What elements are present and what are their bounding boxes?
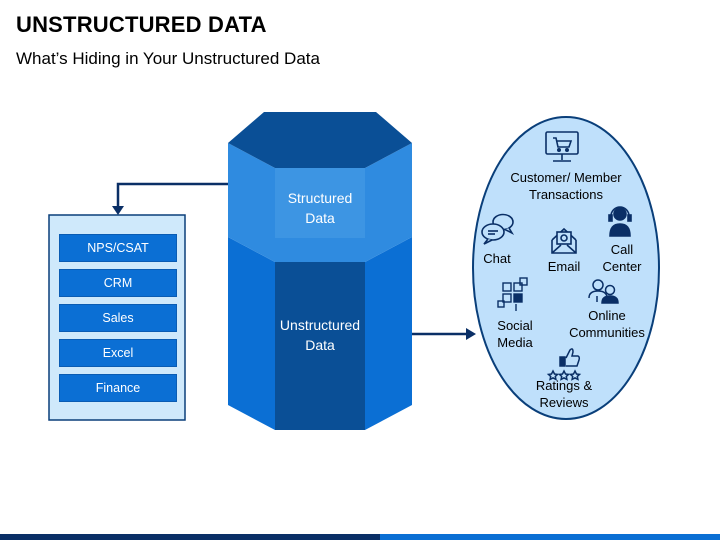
thumbs-up-rating-icon [546, 348, 582, 381]
connector-to-panel [116, 182, 232, 210]
online-communities-label: Online Communities [569, 308, 645, 340]
list-item-nps-csat: NPS/CSAT [59, 234, 177, 262]
arrowhead-to-sources [466, 328, 476, 340]
email-label: Email [547, 259, 581, 274]
footer-bar-light [380, 534, 720, 540]
shopping-cart-monitor-icon [545, 131, 579, 162]
online-communities-icon [588, 279, 619, 304]
list-item-sales: Sales [59, 304, 177, 332]
chat-label: Chat [483, 251, 511, 266]
list-item-crm: CRM [59, 269, 177, 297]
call-center-label: Call Center [602, 242, 642, 274]
social-media-icon [497, 277, 528, 311]
page-title: UNSTRUCTURED DATA [16, 12, 267, 37]
transactions-label: Customer/ Member Transactions [510, 170, 622, 202]
prism-structured-front [275, 168, 365, 238]
list-item-finance: Finance [59, 374, 177, 402]
arrowhead-to-panel [112, 206, 124, 215]
unstructured-data-label: Unstructured Data [279, 317, 361, 353]
list-item-excel: Excel [59, 339, 177, 367]
social-media-label: Social Media [497, 318, 533, 350]
footer-bar [0, 534, 720, 540]
page-subtitle: What’s Hiding in Your Unstructured Data [16, 49, 320, 68]
data-hexagon-prism [228, 112, 412, 430]
structured-data-label: Structured Data [287, 190, 353, 226]
prism-top-cap [228, 112, 412, 168]
chat-bubbles-icon [481, 213, 515, 245]
ratings-reviews-label: Ratings & Reviews [535, 378, 593, 410]
footer-bar-dark [0, 534, 380, 540]
unstructured-sources-ellipse [472, 116, 660, 420]
email-envelope-icon [551, 227, 577, 254]
prism-front-face [275, 238, 365, 430]
headset-agent-icon [608, 206, 632, 237]
